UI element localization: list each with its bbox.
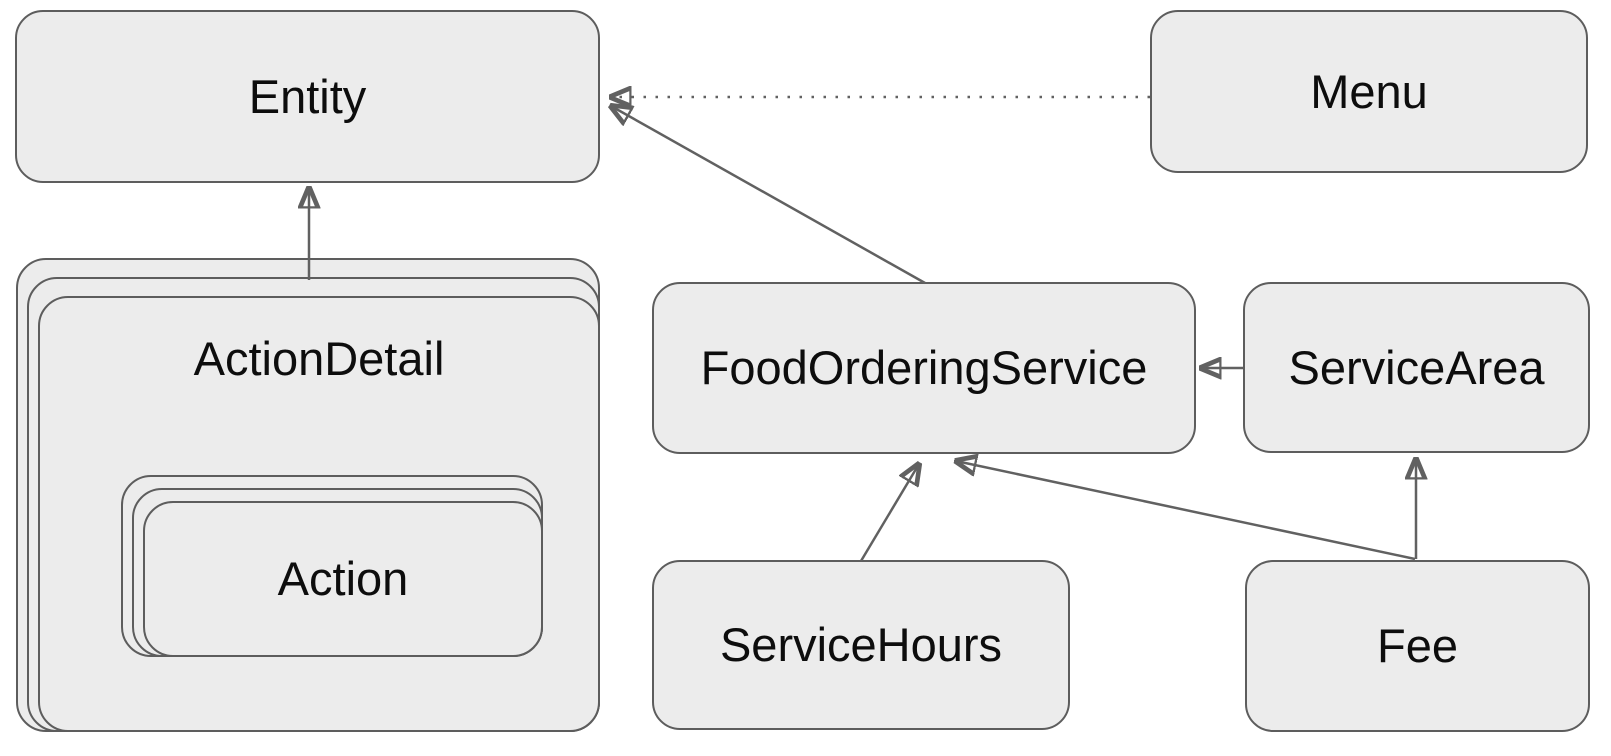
edge-fee-foodorderingservice [956,461,1416,561]
node-menu-label: Menu [1310,64,1428,118]
node-action-detail-label: ActionDetail [193,332,445,385]
node-menu[interactable]: Menu [1150,10,1588,173]
action-front-layer: Action [143,501,543,657]
node-service-hours-label: ServiceHours [719,618,1003,671]
node-food-ordering-service[interactable]: FoodOrderingService [652,282,1196,454]
node-fee[interactable]: Fee [1245,560,1590,732]
node-service-hours[interactable]: ServiceHours [652,560,1070,730]
node-entity-label: Entity [248,69,367,123]
edge-servicehours-foodorderingservice [859,464,919,562]
node-service-area-label: ServiceArea [1288,340,1545,394]
node-food-ordering-service-label: FoodOrderingService [700,341,1148,394]
node-action-stack[interactable]: Action [121,475,543,657]
node-fee-label: Fee [1377,619,1458,672]
edge-foodorderingservice-entity [611,106,926,285]
node-action-label: Action [277,552,409,605]
node-service-area[interactable]: ServiceArea [1243,282,1590,453]
node-entity[interactable]: Entity [15,10,600,183]
